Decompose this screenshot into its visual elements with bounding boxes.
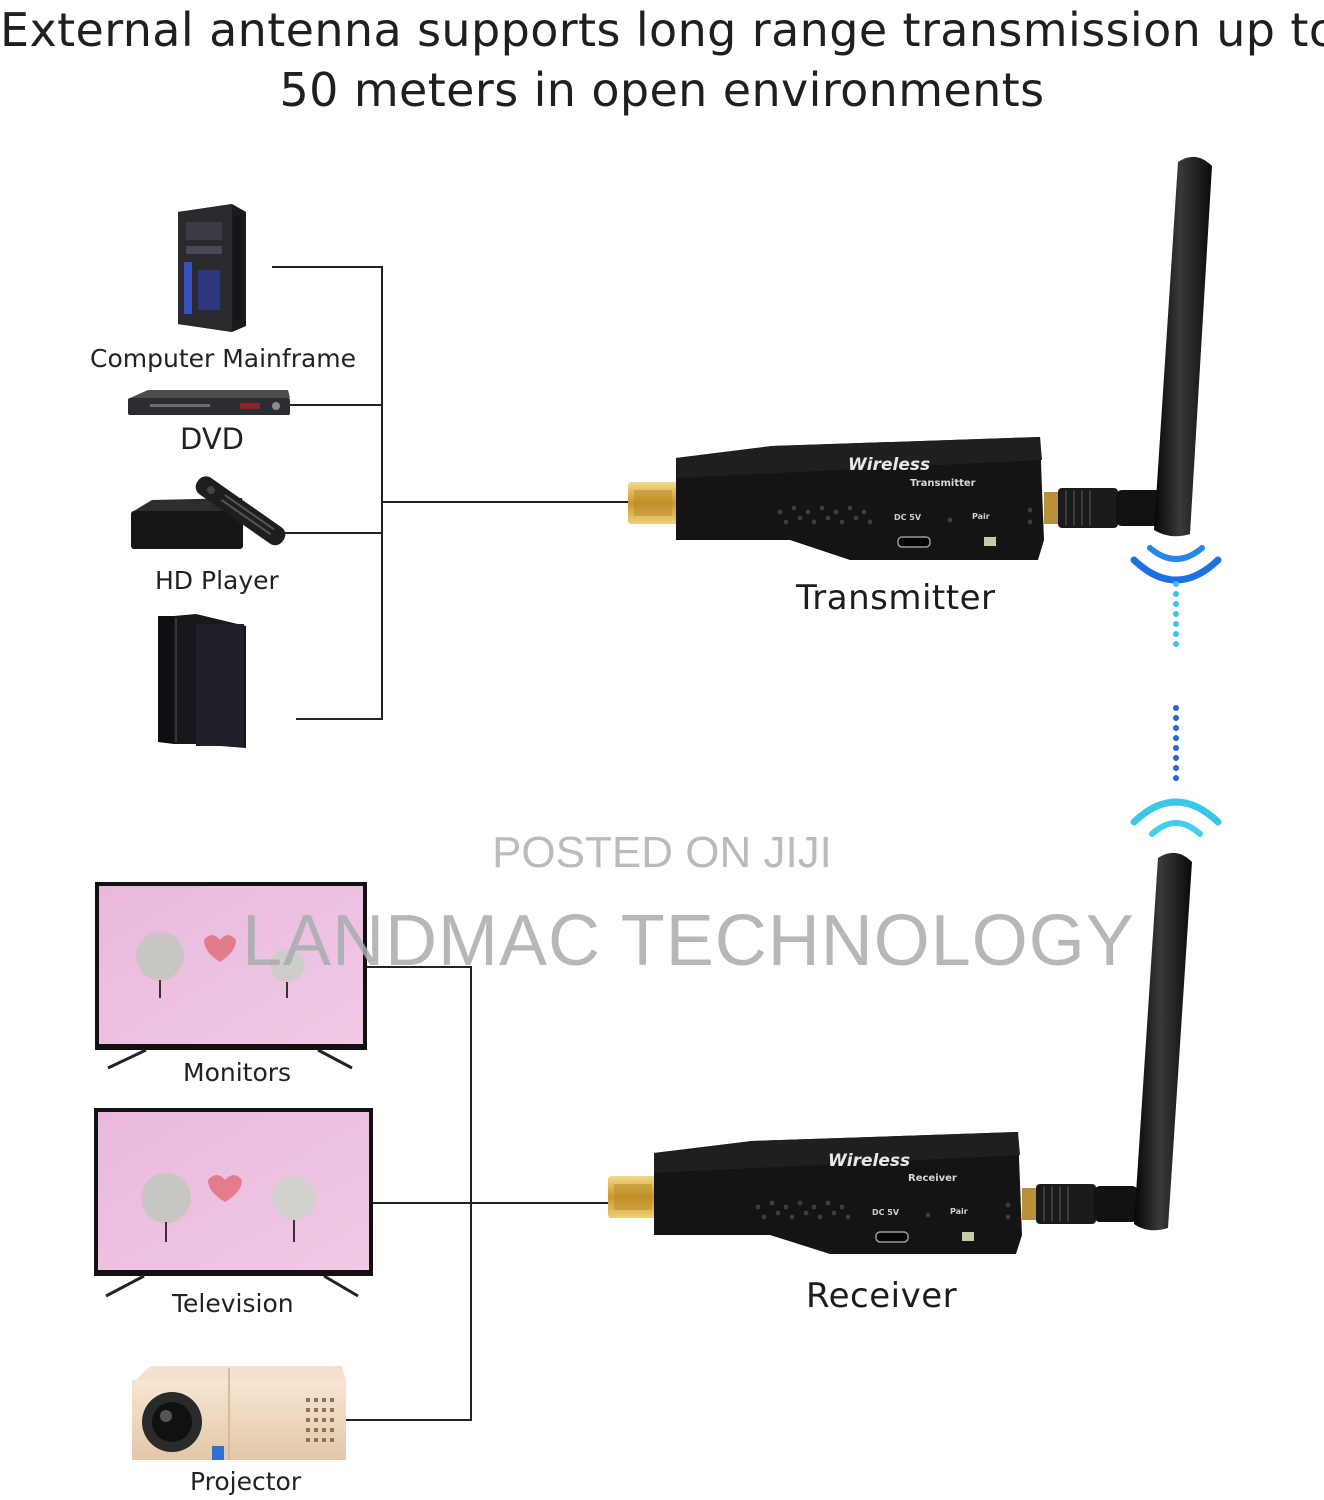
receiver-body-subtitle: Receiver — [908, 1173, 957, 1184]
transmitter-port-pair-label: Pair — [972, 512, 990, 521]
transmitter-pair-button — [984, 537, 996, 546]
transmitter-device: Wireless Transmitter DC 5V Pair — [628, 156, 1212, 560]
watermark-company: LANDMAC TECHNOLOGY — [242, 901, 1135, 981]
label-hd-player: HD Player — [155, 566, 279, 595]
label-television: Television — [172, 1289, 294, 1318]
transmitter-port-dc-label: DC 5V — [894, 513, 922, 522]
receiver-port-pair-label: Pair — [950, 1207, 968, 1216]
label-dvd: DVD — [180, 422, 244, 456]
transmitter-body-title: Wireless — [848, 455, 930, 475]
television-icon — [94, 1108, 373, 1298]
signal-waves-top — [1130, 545, 1222, 647]
caption-transmitter: Transmitter — [796, 578, 996, 618]
receiver-pair-button — [962, 1232, 974, 1241]
transmitter-antenna — [1154, 156, 1212, 537]
label-computer-mainframe: Computer Mainframe — [90, 344, 357, 373]
label-monitors: Monitors — [183, 1058, 292, 1087]
receiver-usb-port — [875, 1231, 909, 1243]
computer-tower-icon — [178, 204, 246, 332]
receiver-port-dc-label: DC 5V — [872, 1208, 900, 1217]
monitor-icon — [95, 882, 367, 1070]
projector-icon — [132, 1366, 346, 1460]
dvd-player-icon — [128, 390, 290, 415]
headline-line-2: 50 meters in open environments — [279, 63, 1045, 117]
source-connector-lines — [247, 266, 628, 720]
receiver-device: Wireless Receiver DC 5V Pair — [608, 852, 1192, 1254]
transmitter-body-subtitle: Transmitter — [910, 478, 976, 489]
receiver-antenna — [1134, 852, 1192, 1231]
receiver-body-title: Wireless — [828, 1151, 910, 1171]
label-projector: Projector — [190, 1467, 302, 1496]
hd-player-icon — [131, 476, 286, 549]
headline: External antenna supports long range tra… — [0, 0, 1324, 120]
watermark-posted-on: POSTED ON JIJI — [492, 828, 832, 877]
game-console-icon — [158, 614, 246, 748]
headline-line-1: External antenna supports long range tra… — [0, 3, 1324, 57]
display-connector-lines — [346, 966, 610, 1421]
caption-receiver: Receiver — [806, 1276, 958, 1316]
signal-waves-bottom — [1130, 705, 1222, 837]
transmitter-usb-port — [897, 536, 931, 548]
